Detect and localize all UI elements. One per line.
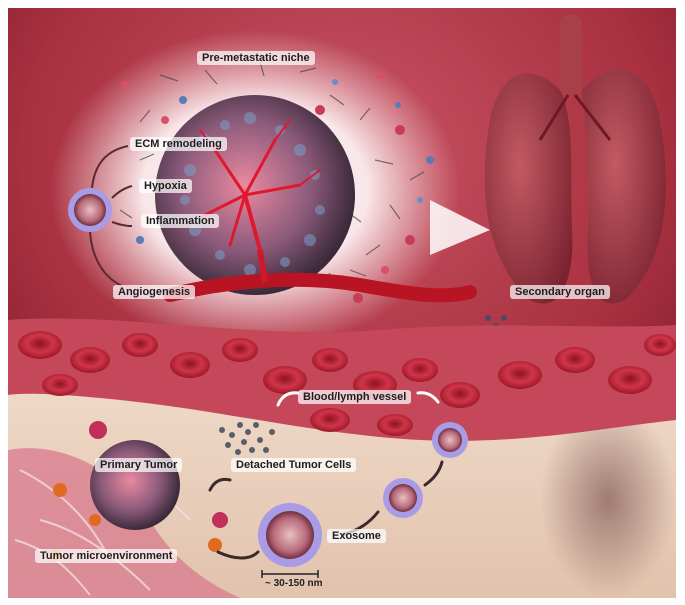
label-exosome: Exosome	[327, 529, 386, 543]
niche-blood-vessel	[163, 272, 477, 303]
effect-arrows	[89, 145, 133, 287]
label-pre-metastatic-niche: Pre-metastatic niche	[197, 51, 315, 65]
label-primary-tumor: Primary Tumor	[95, 458, 183, 472]
primary-tumor-mass	[90, 440, 180, 530]
label-tumor-microenvironment: Tumor microenvironment	[35, 549, 178, 563]
exosome-medium	[383, 478, 423, 518]
label-secondary-organ: Secondary organ	[510, 285, 610, 299]
angiogenic-vessels	[199, 119, 321, 252]
detached-tumor-cell-cluster	[219, 422, 275, 455]
label-size-scale: ~ 30-150 nm	[265, 578, 323, 589]
label-ecm-remodeling: ECM remodeling	[130, 137, 227, 151]
secondary-organ-lungs	[484, 15, 666, 304]
exosome-small	[432, 422, 468, 458]
label-inflammation: Inflammation	[141, 214, 220, 228]
label-angiogenesis: Angiogenesis	[113, 285, 196, 299]
red-blood-cells	[18, 331, 676, 436]
vessel-wall	[8, 318, 676, 441]
label-detached-tumor-cells: Detached Tumor Cells	[231, 458, 357, 472]
label-blood-lymph-vessel: Blood/lymph vessel	[298, 390, 412, 404]
label-hypoxia: Hypoxia	[139, 179, 192, 193]
vessel-entry-arrows	[276, 391, 440, 407]
exosome-large	[258, 503, 322, 567]
niche-exosome	[68, 188, 112, 232]
niche-particles	[121, 71, 434, 303]
